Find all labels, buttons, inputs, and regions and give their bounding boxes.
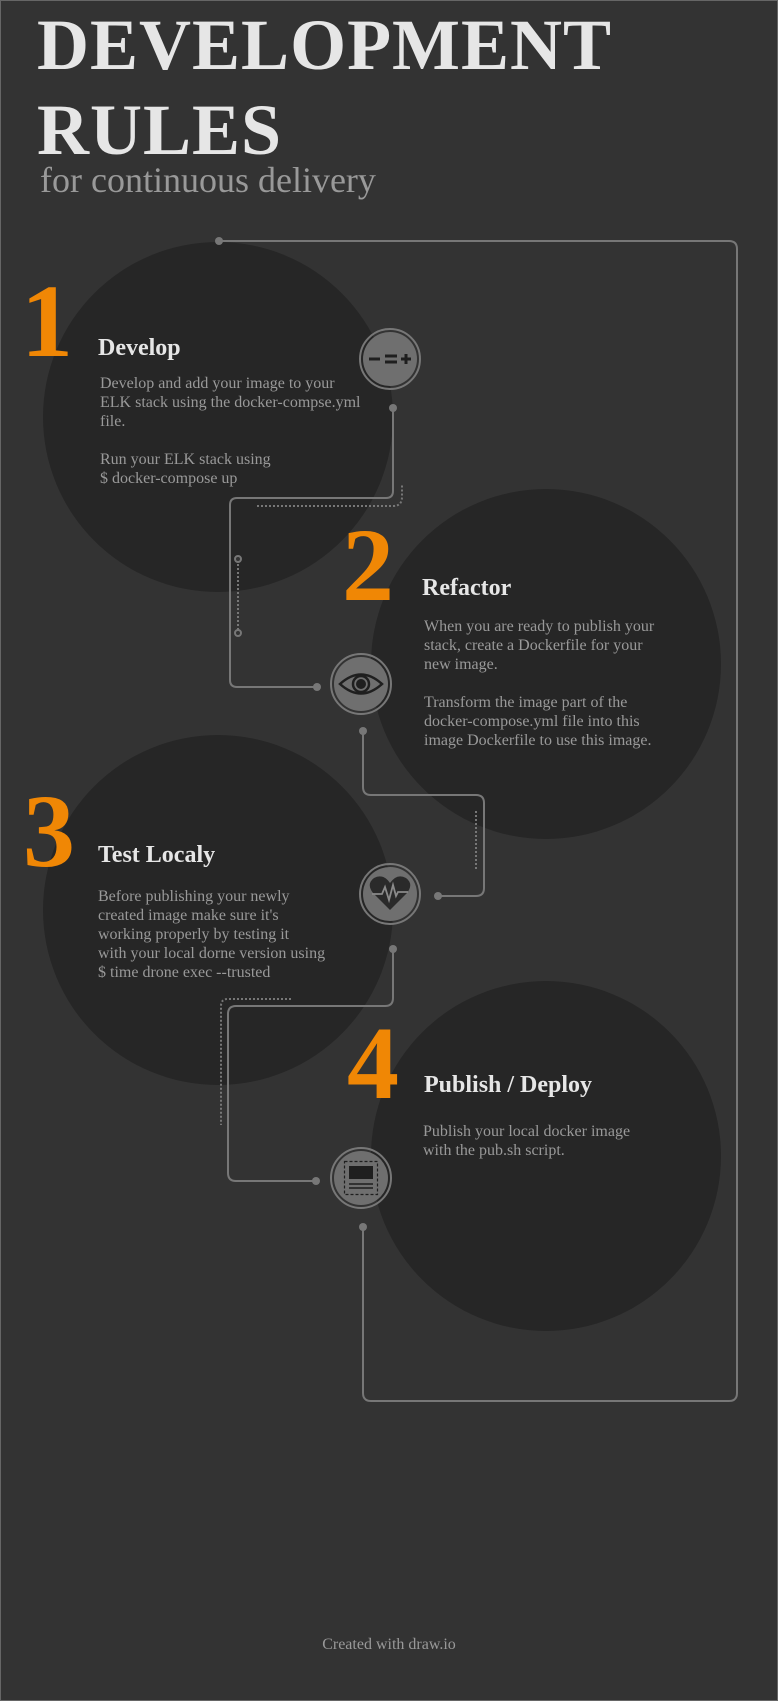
step-3-circle	[43, 735, 393, 1085]
page-title: DEVELOPMENT RULES	[37, 3, 612, 173]
step-3-icon	[359, 863, 421, 925]
step-1-title: Develop	[98, 335, 181, 361]
connector-hollow-dot	[234, 629, 242, 637]
connector-dot	[389, 945, 397, 953]
connector-dot	[389, 404, 397, 412]
step-2-title: Refactor	[422, 575, 512, 601]
connector-dot	[215, 237, 223, 245]
dotted-guide-1	[257, 485, 403, 507]
step-2-icon	[330, 653, 392, 715]
step-4-title: Publish / Deploy	[424, 1072, 593, 1098]
step-4-number: 4	[347, 1006, 399, 1121]
step-3-number: 3	[23, 774, 75, 889]
step-2-number: 2	[342, 508, 394, 623]
title-line-1: DEVELOPMENT	[37, 5, 613, 85]
connector-1-2	[229, 409, 394, 688]
step-1-icon	[359, 328, 421, 390]
step-4-description: Publish your local docker image with the…	[423, 1123, 631, 1159]
connector-hollow-dot	[234, 555, 242, 563]
connector-3-4	[227, 950, 394, 1182]
dotted-guide-4	[220, 998, 291, 1125]
connector-dot	[359, 1223, 367, 1231]
page-subtitle: for continuous delivery	[40, 160, 376, 200]
connector-dot	[312, 1177, 320, 1185]
eye-icon	[338, 673, 384, 695]
step-1-circle	[43, 242, 393, 592]
step-3-description: Before publishing your newly created ima…	[98, 888, 326, 981]
connector-dot	[313, 683, 321, 691]
adjust-icon	[369, 354, 411, 364]
outer-loop-line	[219, 240, 738, 1402]
title-line-2: RULES	[37, 90, 283, 170]
footer-credit: Created with draw.io	[322, 1636, 456, 1653]
step-4-circle	[371, 981, 721, 1331]
step-2-description: When you are ready to publish your stack…	[424, 618, 655, 749]
connector-dot	[434, 892, 442, 900]
heartbeat-icon	[369, 876, 411, 910]
connector-dot	[359, 727, 367, 735]
step-1-description: Develop and add your image to your ELK s…	[100, 375, 361, 487]
step-2-circle	[371, 489, 721, 839]
step-4-icon	[330, 1147, 392, 1209]
step-1-number: 1	[21, 264, 73, 379]
monitor-icon	[343, 1160, 379, 1196]
step-3-title: Test Localy	[98, 842, 216, 868]
connector-2-3	[362, 732, 485, 897]
